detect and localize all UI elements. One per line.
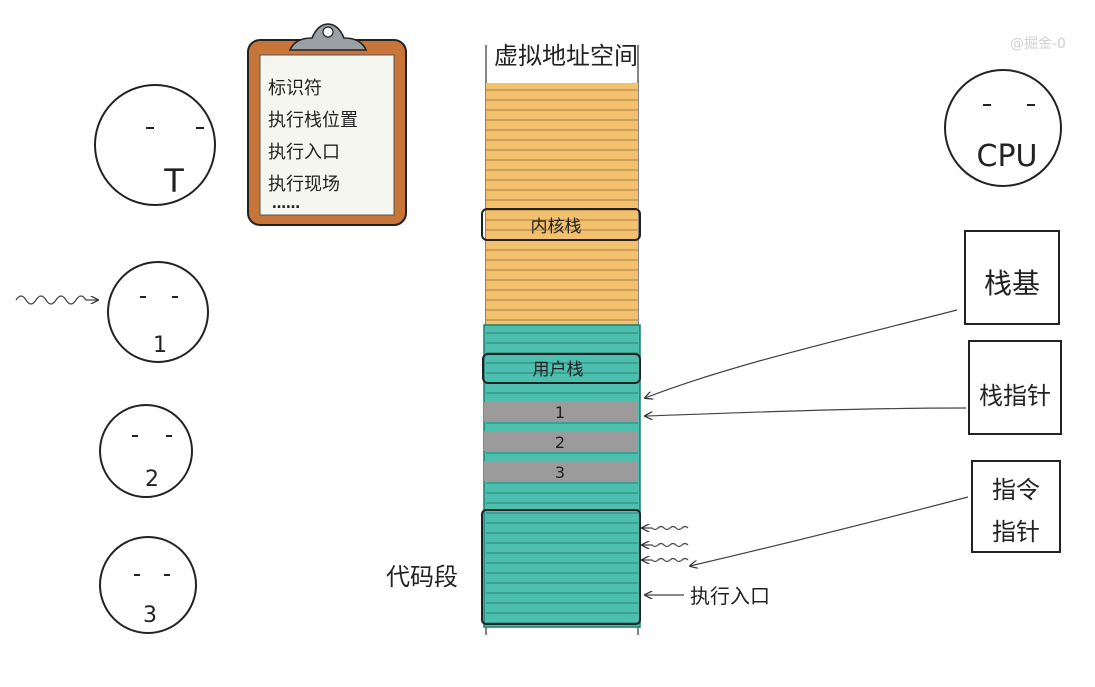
thread-t-label: T	[163, 162, 184, 200]
clipboard-line-2: 执行栈位置	[268, 110, 358, 131]
stack-frame-1	[484, 402, 638, 422]
entry-label: 执行入口	[690, 584, 770, 608]
instruction-pointer-arrow	[690, 496, 969, 566]
thread-2-face: 2	[99, 404, 193, 498]
stack-frame-1-label: 1	[555, 403, 565, 422]
code-segment-label: 代码段	[386, 563, 458, 591]
thread-2-label: 2	[145, 467, 159, 492]
thread-3-label: 3	[143, 603, 157, 628]
clipboard-line-1: 标识符	[268, 78, 322, 99]
user-stack-label: 用户栈	[533, 360, 584, 380]
code-segment-box	[481, 509, 641, 625]
instruction-pointer-label-2: 指针	[992, 518, 1040, 546]
clipboard-paper	[259, 54, 395, 216]
user-stack-box	[482, 353, 641, 384]
stack-frame-3	[484, 461, 638, 481]
stack-pointer-arrow	[645, 407, 967, 416]
stack-frame-2	[484, 431, 638, 451]
stack-frame-3-label: 3	[555, 463, 565, 482]
cpu-face: CPU	[944, 69, 1062, 187]
stack-frame-2-label: 2	[555, 433, 565, 452]
clipboard-line-4: 执行现场	[268, 174, 340, 195]
stack-base-register: 栈基	[964, 230, 1060, 325]
kernel-stack-box	[481, 208, 641, 241]
thread-3-face: 3	[99, 536, 197, 634]
thread-t-face: T	[94, 84, 216, 206]
kernel-region	[486, 83, 638, 325]
clipboard-line-5: ……	[272, 196, 300, 212]
stack-pointer-label: 栈指针	[979, 382, 1051, 410]
incoming-squiggle-arrow	[15, 295, 98, 305]
stack-base-label: 栈基	[984, 267, 1040, 300]
instruction-pointer-label-1: 指令	[992, 476, 1040, 504]
instruction-pointer-register: 指令 指针	[971, 460, 1061, 553]
cpu-label: CPU	[977, 139, 1038, 174]
stack-pointer-register: 栈指针	[968, 340, 1062, 435]
thread-1-label: 1	[153, 333, 167, 358]
memory-title: 虚拟地址空间	[494, 42, 638, 70]
code-squiggle-arrows	[642, 527, 689, 562]
virtual-address-space: 虚拟地址空间 内核栈 用户栈 1 2 3	[481, 42, 641, 635]
thread-1-face: 1	[107, 261, 209, 363]
kernel-stack-label: 内核栈	[531, 217, 582, 237]
watermark-text: @掘金-0	[1010, 36, 1066, 52]
clipboard: 标识符 执行栈位置 执行入口 执行现场 ……	[247, 23, 407, 226]
clipboard-line-3: 执行入口	[268, 142, 340, 163]
stack-base-arrow	[645, 309, 958, 398]
